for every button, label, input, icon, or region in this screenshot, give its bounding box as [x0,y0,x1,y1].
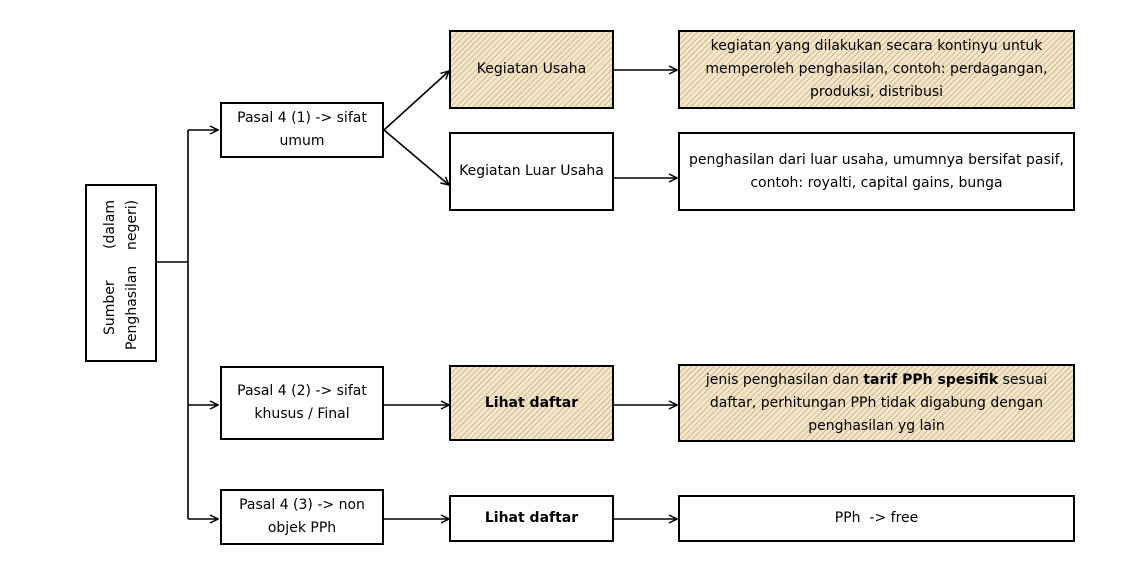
arrow-to-kegiatan-luar-usaha [383,129,449,185]
desc-khusus-bold: tarif PPh spesifik [863,371,999,388]
desc-kegiatan-luar-usaha-text: penghasilan dari luar usaha, umumnya ber… [688,151,1065,191]
lihat-daftar-non-objek-box: Lihat daftar [449,495,614,542]
source-subtitle: (dalam negeri) [102,199,140,250]
lihat-daftar-khusus-label: Lihat daftar [484,394,579,411]
source-title: Sumber Penghasilan [102,265,140,350]
pasal-1-box: Pasal 4 (1) -> sifat umum [220,102,384,158]
desc-khusus-part1: jenis penghasilan dan [705,371,864,388]
lihat-daftar-non-objek-label: Lihat daftar [484,510,579,526]
kegiatan-usaha-box: Kegiatan Usaha [449,30,614,109]
pasal-3-box: Pasal 4 (3) -> non objek PPh [220,489,384,545]
desc-kegiatan-usaha-box: kegiatan yang dilakukan secara kontinyu … [678,30,1075,109]
kegiatan-usaha-label: Kegiatan Usaha [476,61,587,77]
pasal-2-box: Pasal 4 (2) -> sifat khusus / Final [220,366,384,440]
pasal-3-label: Pasal 4 (3) -> non objek PPh [239,497,365,536]
desc-free-text: PPh -> free [834,510,919,526]
lihat-daftar-khusus-box: Lihat daftar [449,365,614,441]
kegiatan-luar-usaha-label: Kegiatan Luar Usaha [459,163,604,179]
desc-khusus-box: jenis penghasilan dan tarif PPh spesifik… [678,364,1075,442]
desc-free-box: PPh -> free [678,495,1075,542]
desc-kegiatan-luar-usaha-box: penghasilan dari luar usaha, umumnya ber… [678,132,1075,211]
desc-kegiatan-usaha-text: kegiatan yang dilakukan secara kontinyu … [705,38,1048,100]
pasal-2-label: Pasal 4 (2) -> sifat khusus / Final [237,383,367,422]
source-box: Sumber Penghasilan (dalam negeri) [85,184,157,362]
desc-khusus-part2: sesuai daftar, perhitungan PPh tidak dig… [709,371,1048,434]
desc-khusus-text: jenis penghasilan dan tarif PPh spesifik… [686,369,1067,438]
pasal-1-label: Pasal 4 (1) -> sifat umum [237,110,367,149]
arrow-to-kegiatan-usaha [383,71,449,131]
kegiatan-luar-usaha-box: Kegiatan Luar Usaha [449,132,614,211]
